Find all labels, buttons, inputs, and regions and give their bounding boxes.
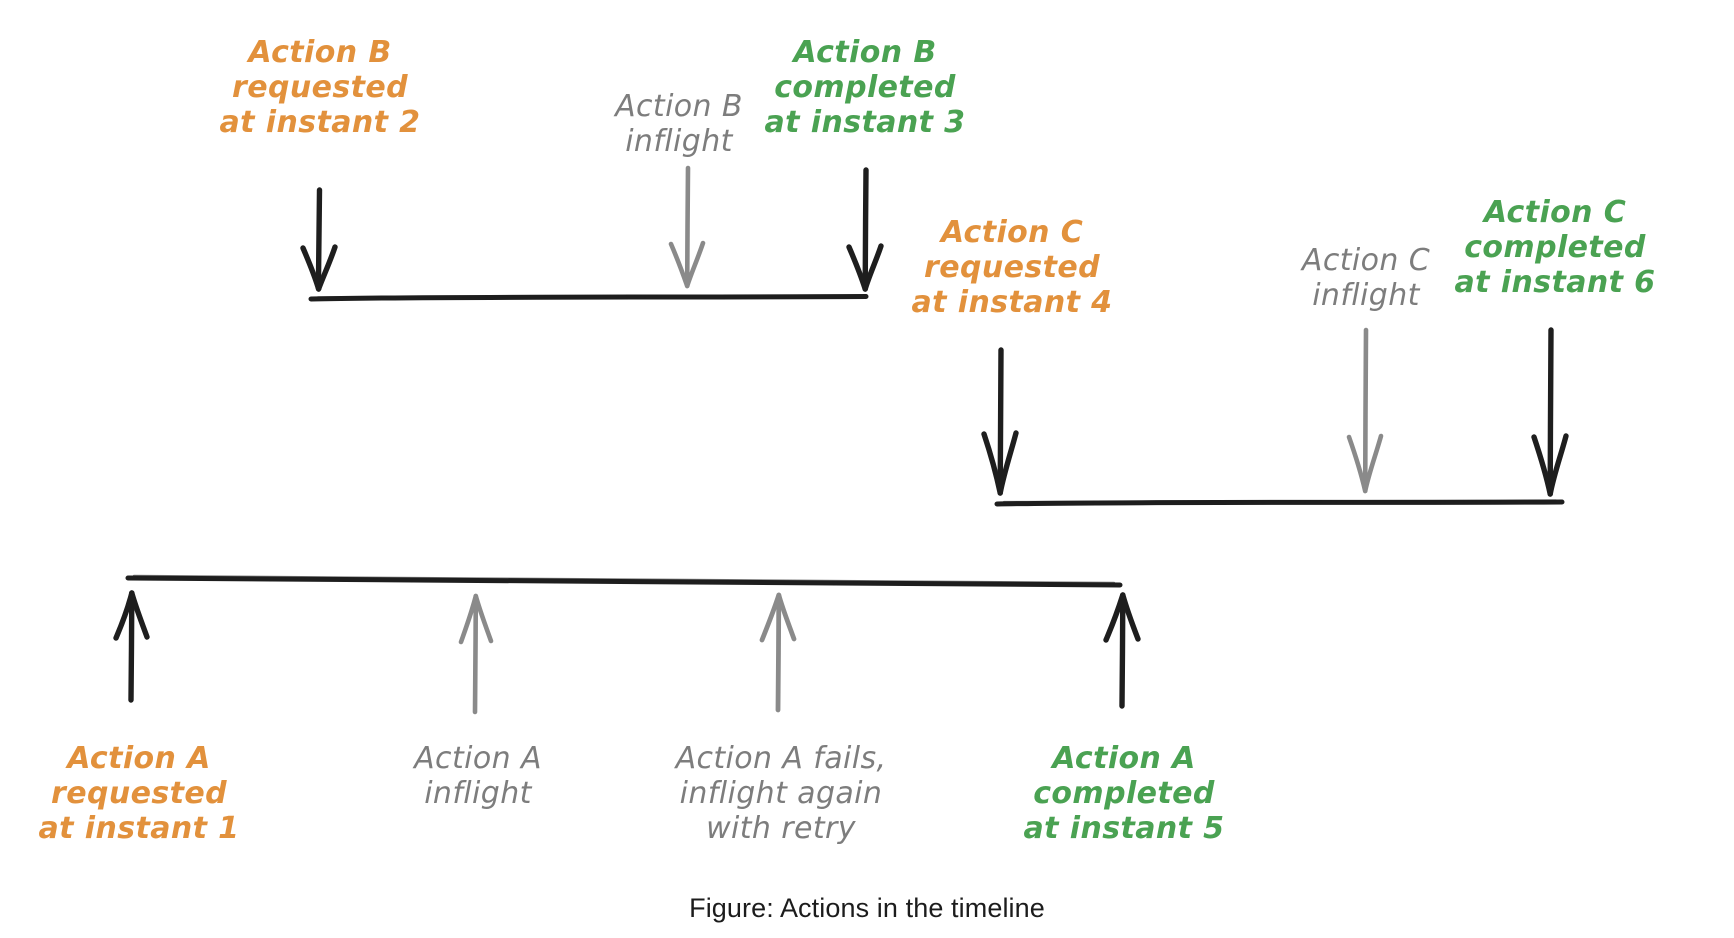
action-a-requested-label: Action A requested at instant 1 <box>38 741 240 846</box>
action-c-completed-label: Action C completed at instant 6 <box>1454 195 1656 300</box>
action-b-requested-label: Action B requested at instant 2 <box>219 35 421 140</box>
action-c-requested-arrow <box>981 347 1019 496</box>
action-a-retry-arrow <box>759 592 797 713</box>
action-c-inflight-arrow <box>1346 327 1384 494</box>
action-c-timeline-bar <box>994 499 1565 507</box>
action-a-timeline-bar <box>125 574 1123 588</box>
action-a-retry-label: Action A fails, inflight again with retr… <box>675 741 887 846</box>
action-b-inflight-label: Action B inflight <box>615 89 743 159</box>
action-b-completed-arrow <box>846 167 884 292</box>
figure-caption: Figure: Actions in the timeline <box>689 893 1045 923</box>
action-b-inflight-arrow <box>668 165 706 289</box>
action-c-inflight-label: Action C inflight <box>1301 243 1431 313</box>
action-a-completed-label: Action A completed at instant 5 <box>1023 741 1225 846</box>
action-b-completed-label: Action B completed at instant 3 <box>764 35 966 140</box>
action-a-inflight-arrow <box>458 593 494 715</box>
action-a-requested-arrow <box>113 590 150 703</box>
action-b-requested-arrow <box>300 187 338 292</box>
action-a-completed-arrow <box>1103 592 1141 709</box>
action-c-requested-label: Action C requested at instant 4 <box>911 215 1113 320</box>
action-b-timeline-bar <box>308 294 869 302</box>
action-c-completed-arrow <box>1531 327 1569 497</box>
action-a-inflight-label: Action A inflight <box>414 741 542 811</box>
